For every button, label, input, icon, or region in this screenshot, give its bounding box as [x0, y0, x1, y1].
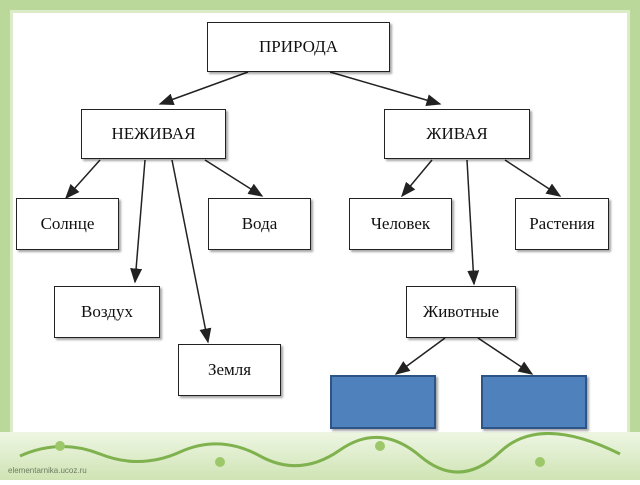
arrow-living-human [401, 159, 433, 198]
node-animals: Животные [406, 286, 516, 338]
node-living: ЖИВАЯ [384, 109, 530, 159]
node-plants: Растения [515, 198, 609, 250]
arrow-living-plants [504, 159, 562, 197]
arrow-nonliving-water [204, 159, 264, 197]
node-earth: Земля [178, 344, 281, 396]
arrow-nonliving-earth [171, 159, 212, 344]
node-water: Вода [208, 198, 311, 250]
arrow-animals-blank-left [394, 337, 446, 375]
node-sun: Солнце [16, 198, 119, 250]
arrow-nature-living [329, 71, 442, 106]
arrow-nonliving-air [130, 159, 146, 284]
node-air: Воздух [54, 286, 160, 338]
vine-decoration-icon [19, 432, 621, 474]
node-human: Человек [349, 198, 452, 250]
arrow-animals-blank-right [477, 337, 534, 375]
node-nature: ПРИРОДА [207, 22, 390, 72]
watermark: elementarnika.ucoz.ru [8, 466, 87, 475]
node-blank-right [481, 375, 587, 429]
node-nonliving: НЕЖИВАЯ [81, 109, 226, 159]
arrow-nature-nonliving [158, 71, 249, 106]
node-blank-left [330, 375, 436, 429]
decorative-vine-band [0, 432, 640, 480]
arrow-nonliving-sun [64, 159, 101, 200]
arrow-living-animals [466, 159, 480, 286]
